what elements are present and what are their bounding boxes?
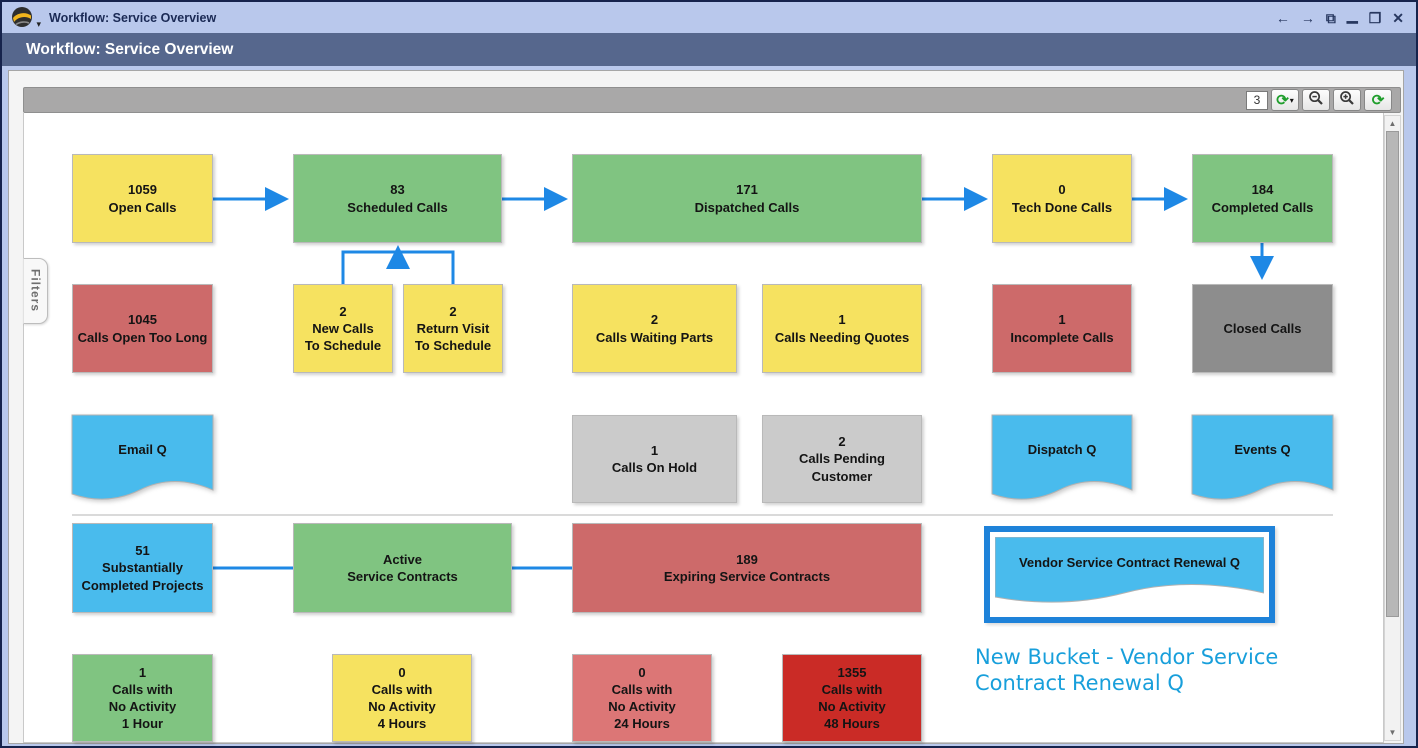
filters-tab[interactable]: Filters xyxy=(23,258,48,324)
page-header: Workflow: Service Overview xyxy=(2,33,1416,66)
workflow-panel: ⟳ ▾ xyxy=(23,87,1401,743)
zoom-out-button[interactable] xyxy=(1302,89,1330,111)
magnifier-minus-icon xyxy=(1308,90,1324,111)
back-icon[interactable]: ← xyxy=(1275,9,1290,26)
close-icon[interactable]: ✕ xyxy=(1392,9,1404,26)
page-title: Workflow: Service Overview xyxy=(26,40,234,58)
refresh-icon: ⟳ xyxy=(1276,91,1289,109)
magnifier-plus-icon xyxy=(1339,90,1355,111)
flow-node-vendor-service-contract-renewal-q[interactable]: Vendor Service Contract Renewal Q xyxy=(984,526,1275,623)
window-controls: ← → ⧉ ▁ ❒ ✕ xyxy=(1276,2,1404,33)
app-logo-icon xyxy=(11,6,33,32)
refresh-icon: ⟳ xyxy=(1371,91,1385,109)
annotation-text: New Bucket - Vendor Service Contract Ren… xyxy=(975,645,1279,696)
maximize-icon[interactable]: ❒ xyxy=(1368,9,1382,26)
scroll-up-icon[interactable]: ▲ xyxy=(1388,119,1397,128)
content-frame: Filters ⟳ ▾ xyxy=(8,70,1404,744)
app-logo-menu[interactable]: ▾ xyxy=(11,6,41,30)
auto-refresh-button[interactable]: ⟳ ▾ xyxy=(1271,89,1299,111)
flow-node-closed-calls[interactable]: Closed Calls xyxy=(1192,284,1333,373)
zoom-in-button[interactable] xyxy=(1333,89,1361,111)
vertical-scrollbar[interactable]: ▲ ▼ xyxy=(1384,115,1401,741)
flow-node-email-q[interactable]: Email Q xyxy=(71,414,214,503)
scrollbar-thumb[interactable] xyxy=(1386,131,1399,617)
filters-tab-label: Filters xyxy=(28,269,43,313)
logo-dropdown-caret-icon: ▾ xyxy=(36,18,41,29)
flow-node-events-q[interactable]: Events Q xyxy=(1191,414,1334,503)
refresh-button[interactable]: ⟳ xyxy=(1364,89,1392,111)
popout-icon[interactable]: ⧉ xyxy=(1325,9,1336,26)
titlebar-title: Workflow: Service Overview xyxy=(49,10,217,25)
scroll-down-icon[interactable]: ▼ xyxy=(1388,728,1397,737)
flow-node-dispatch-q[interactable]: Dispatch Q xyxy=(991,414,1133,503)
diagram-toolbar: ⟳ ▾ xyxy=(23,87,1401,113)
refresh-interval-input[interactable] xyxy=(1246,90,1268,110)
titlebar: ▾ Workflow: Service Overview ← → ⧉ ▁ ❒ ✕ xyxy=(2,2,1416,33)
minimize-icon[interactable]: ▁ xyxy=(1346,6,1358,23)
chevron-down-icon: ▾ xyxy=(1289,95,1294,105)
forward-icon[interactable]: → xyxy=(1300,9,1315,26)
